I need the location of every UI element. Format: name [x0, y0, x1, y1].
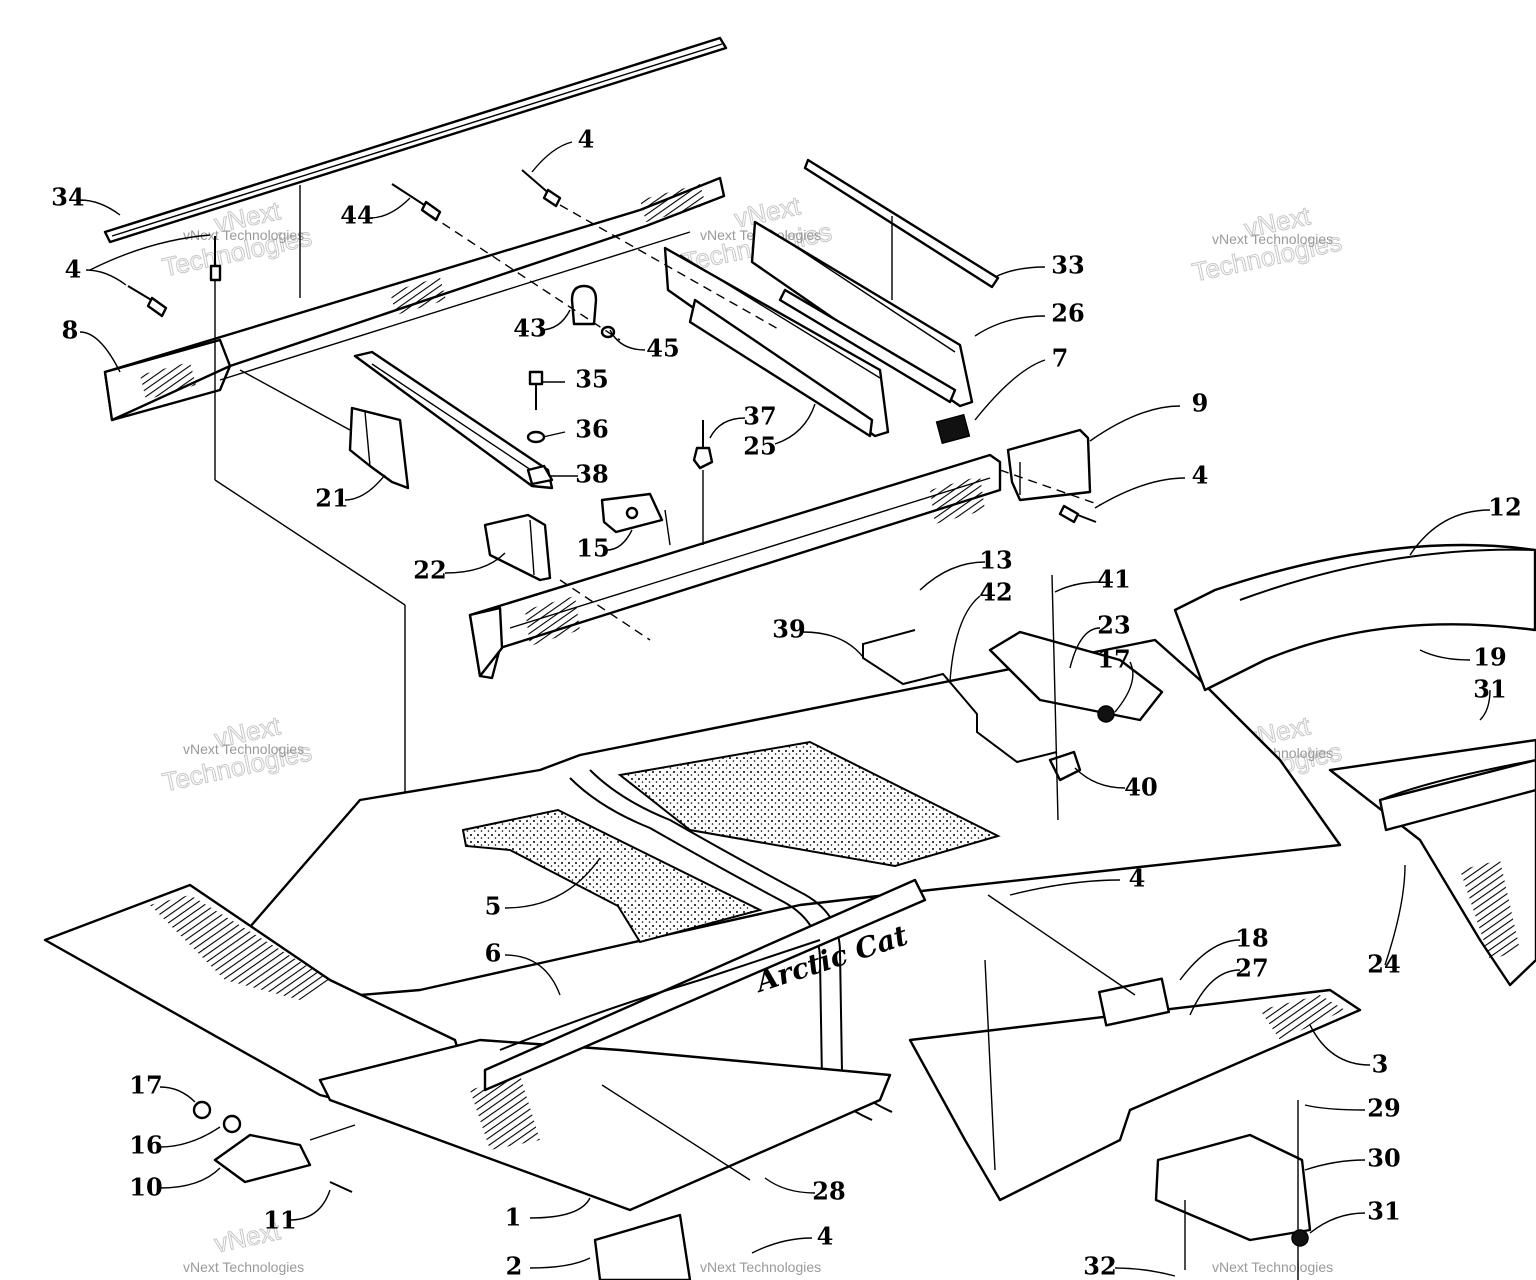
part-23-plate	[988, 630, 1164, 722]
callout-15: 15	[576, 534, 609, 563]
part-10-block	[213, 1133, 312, 1184]
callout-1: 1	[505, 1203, 522, 1232]
callout-25: 25	[743, 432, 776, 461]
part-12-bumper	[1173, 543, 1536, 692]
callout-43: 43	[513, 314, 546, 343]
part-35-bolt	[528, 370, 544, 410]
part-pad-rear	[617, 740, 1001, 868]
part-33-strip	[803, 158, 1000, 300]
watermark-text: vNext Technologies	[183, 741, 304, 757]
part-21-bracket	[348, 406, 410, 490]
part-30-step	[1154, 1133, 1312, 1242]
callout-34: 34	[51, 183, 84, 212]
callout-7: 7	[1052, 344, 1069, 373]
part-5-pad	[461, 808, 763, 944]
part-38-nut	[526, 464, 554, 486]
callout-2: 2	[506, 1252, 523, 1280]
callout-32: 32	[1083, 1252, 1116, 1280]
callout-36: 36	[575, 415, 608, 444]
callout-4: 4	[578, 125, 595, 154]
callout-5: 5	[485, 892, 502, 921]
part-11-bolt	[329, 1181, 353, 1193]
part-7-pad	[935, 413, 971, 445]
callout-45: 45	[646, 334, 679, 363]
part-26-rail	[750, 220, 974, 408]
part-3-running-board	[908, 988, 1362, 1202]
part-17-nut	[1097, 705, 1115, 723]
part-hinge-pipe	[1378, 758, 1536, 832]
callout-29: 29	[1367, 1094, 1400, 1123]
part-8-rail	[103, 176, 726, 422]
callout-37: 37	[743, 402, 776, 431]
part-reflector-18	[1097, 977, 1171, 1027]
watermark-text: vNext Technologies	[700, 1259, 821, 1275]
callout-6: 6	[485, 939, 502, 968]
callout-27: 27	[1235, 954, 1268, 983]
callout-24: 24	[1367, 950, 1400, 979]
part-43-clamp	[570, 284, 598, 326]
callout-31: 31	[1473, 675, 1506, 704]
callout-44: 44	[340, 201, 373, 230]
part-16-washer	[222, 1114, 242, 1134]
callout-3: 3	[1372, 1050, 1389, 1079]
leader-group	[79, 141, 1491, 1277]
watermark-text: vNext Technologies	[1212, 231, 1333, 247]
part-9-endplate	[1006, 428, 1092, 502]
callout-4: 4	[65, 255, 82, 284]
callout-28: 28	[812, 1177, 845, 1206]
watermark-text: vNext Technologies	[183, 1259, 304, 1275]
callout-23: 23	[1097, 611, 1130, 640]
part-17-nut-lower	[192, 1100, 212, 1120]
callout-39: 39	[772, 615, 805, 644]
part-25-rail	[663, 246, 890, 438]
part-31-nut	[1291, 1229, 1309, 1247]
callout-38: 38	[575, 460, 608, 489]
callout-4: 4	[1129, 864, 1146, 893]
callout-26: 26	[1051, 299, 1084, 328]
callout-8: 8	[62, 316, 79, 345]
callout-18: 18	[1235, 924, 1268, 953]
watermark-text: vNext Technologies	[183, 227, 304, 243]
callout-9: 9	[1192, 389, 1209, 418]
callout-35: 35	[575, 365, 608, 394]
assembly-lines-lower	[309, 894, 1186, 1270]
callout-30: 30	[1367, 1144, 1400, 1173]
part-15-bracket	[600, 492, 664, 534]
part-36-washer	[526, 430, 546, 444]
fastener-group	[127, 169, 1097, 524]
callout-10: 10	[129, 1173, 162, 1202]
part-22-bracket	[483, 513, 552, 582]
callout-17: 17	[129, 1071, 162, 1100]
callout-17: 17	[1097, 645, 1130, 674]
part-1-floorboard	[43, 883, 892, 1212]
callout-12: 12	[1488, 493, 1521, 522]
callout-31: 31	[1367, 1197, 1400, 1226]
callout-11: 11	[263, 1206, 296, 1235]
part-39-rod	[862, 629, 1058, 764]
callout-4: 4	[1192, 461, 1209, 490]
callout-16: 16	[129, 1131, 162, 1160]
callout-13: 13	[979, 546, 1012, 575]
watermark-text: vNext Technologies	[1212, 1259, 1333, 1275]
callout-19: 19	[1473, 643, 1506, 672]
part-34-trim-strip	[103, 36, 728, 244]
leader-line	[1051, 574, 1059, 821]
callout-41: 41	[1097, 565, 1130, 594]
callout-42: 42	[979, 578, 1012, 607]
callout-4: 4	[817, 1222, 834, 1251]
callout-22: 22	[413, 556, 446, 585]
callout-33: 33	[1051, 251, 1084, 280]
callout-40: 40	[1124, 773, 1157, 802]
callout-21: 21	[315, 484, 348, 513]
part-9-rail	[468, 453, 1002, 680]
part-2-plate	[593, 1213, 692, 1280]
callout-labels: 34 4 44 4 8 43 45 35 36 38 37 25 33 26 7…	[51, 125, 1521, 1280]
